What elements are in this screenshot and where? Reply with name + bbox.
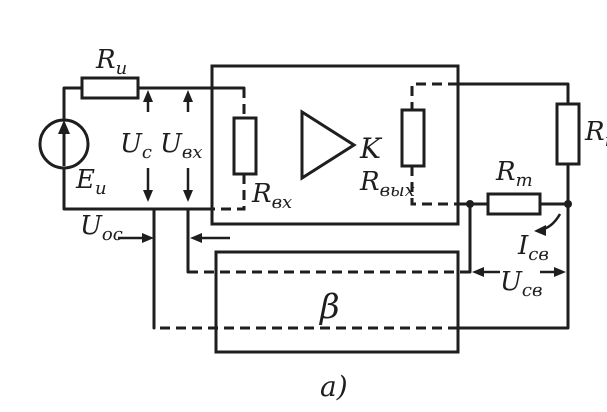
uin-arrow-up-head	[183, 90, 193, 102]
amplifier-triangle-symbol	[300, 109, 357, 181]
feedback-wire-right-junction	[456, 202, 570, 330]
ufb-arrow-right-head	[554, 267, 566, 277]
uc-arrow-up-head	[143, 90, 153, 102]
input-bottom-dashed-lead	[212, 174, 246, 211]
source-left-wire-bottom	[62, 168, 150, 211]
ufb-arrow-left-head	[472, 267, 484, 277]
source-resistor	[80, 76, 140, 100]
uoc-arrow-left-head	[190, 233, 202, 243]
signal-voltage-label: Uс	[120, 129, 152, 163]
output-resistance	[400, 108, 426, 168]
amplifier-gain-label: K	[359, 132, 383, 165]
feedback-voltage-label: Uсв	[500, 267, 542, 301]
uin-arrow-down-head	[183, 190, 193, 202]
sense-resistor-label: Rт	[495, 157, 533, 191]
uc-arrow-down-head	[143, 190, 153, 202]
uoc-arrow-right-head	[142, 233, 154, 243]
source-resistor-label: Rи	[95, 45, 127, 79]
feedback-current-label: Iсв	[517, 231, 549, 265]
feedback-network-block	[214, 250, 460, 354]
input-voltage-label: Uвх	[160, 129, 203, 163]
source-emf-label: Eи	[75, 165, 107, 199]
emf-source-arrowhead	[58, 120, 70, 134]
output-resistance-label: Rвых	[359, 167, 415, 201]
feedback-output-voltage-label: Uос	[80, 211, 123, 245]
input-top-dashed-lead	[212, 86, 246, 118]
load-resistor	[555, 102, 581, 166]
load-resistor-label: Rн	[584, 117, 607, 151]
output-top-wire	[456, 82, 570, 106]
feedback-network-label: β	[318, 287, 340, 327]
output-bottom-dashed-lead	[410, 166, 458, 206]
ifb-arrowhead	[534, 225, 546, 236]
sense-resistor	[486, 192, 542, 216]
source-left-wire-top	[62, 86, 84, 120]
input-resistance	[232, 116, 258, 176]
figure-caption: а)	[320, 370, 348, 403]
input-resistance-label: Rвх	[251, 179, 292, 213]
